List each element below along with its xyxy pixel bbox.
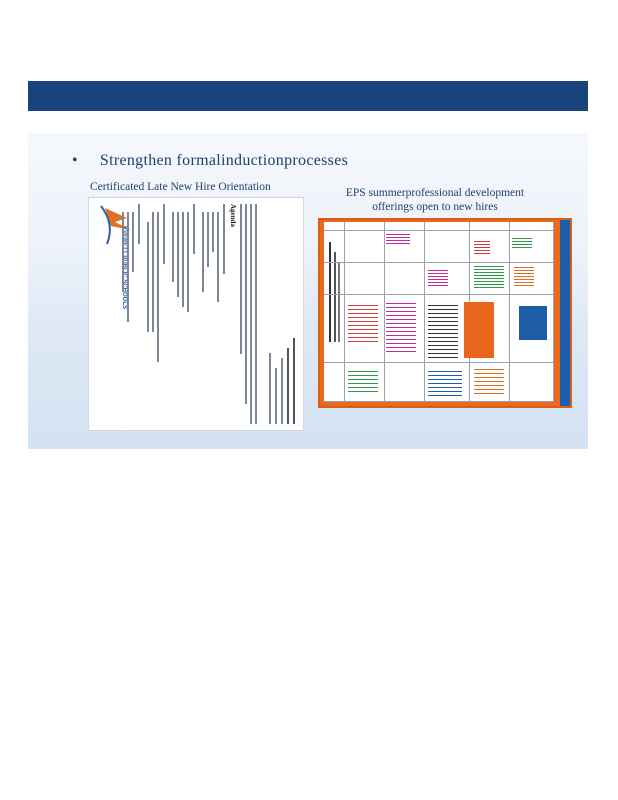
doc-text-line bbox=[193, 204, 195, 254]
calendar-grid-line bbox=[553, 222, 554, 402]
doc-text-line bbox=[163, 204, 165, 264]
calendar-accent-edge bbox=[560, 220, 570, 406]
header-banner bbox=[28, 81, 588, 111]
doc-text-line bbox=[212, 212, 214, 252]
doc-text-line bbox=[182, 212, 184, 307]
calendar-grid-line bbox=[324, 294, 554, 295]
calendar-entry bbox=[386, 234, 410, 244]
calendar-entry bbox=[474, 240, 490, 254]
doc-text-line bbox=[207, 212, 209, 267]
calendar-entry bbox=[348, 368, 378, 392]
doc-text-line bbox=[255, 204, 257, 424]
doc-text-line bbox=[202, 212, 204, 292]
doc-text-line bbox=[187, 212, 189, 312]
doc-text-line bbox=[138, 204, 140, 244]
doc-text-line bbox=[152, 212, 154, 332]
calendar-grid-line bbox=[324, 401, 554, 402]
doc-title-line bbox=[281, 358, 283, 424]
calendar-grid-line bbox=[324, 262, 554, 263]
bullet-text: Strengthen formalinductionprocesses bbox=[99, 152, 349, 169]
rotated-page: EVERETT PUBLIC SCHOOLS Agenda bbox=[89, 198, 303, 430]
calendar-grid-line bbox=[324, 362, 554, 363]
doc-text-line bbox=[250, 204, 252, 424]
calendar-entry bbox=[428, 270, 448, 286]
calendar-grid-line bbox=[384, 222, 385, 402]
doc-text-line bbox=[127, 212, 129, 322]
school-logo-icon bbox=[100, 205, 131, 245]
calendar-entry bbox=[348, 302, 378, 342]
doc-text-line bbox=[147, 222, 149, 332]
doc-text-line bbox=[245, 204, 247, 404]
calendar-highlight-block bbox=[519, 306, 547, 340]
right-image-caption: EPS summerprofessional development offer… bbox=[345, 187, 525, 213]
doc-text-line bbox=[177, 212, 179, 297]
calendar-entry bbox=[386, 302, 416, 352]
doc-text-line bbox=[240, 204, 242, 354]
doc-heading: Agenda bbox=[229, 204, 237, 227]
calendar-header bbox=[327, 242, 341, 352]
calendar-entry bbox=[428, 302, 458, 358]
bullet-symbol: • bbox=[72, 152, 78, 169]
doc-text-line bbox=[122, 212, 124, 292]
left-image-caption: Certificated Late New Hire Orientation bbox=[90, 181, 271, 193]
bullet-point: • Strengthen formalinductionprocesses bbox=[72, 152, 348, 170]
summer-pd-calendar-thumbnail bbox=[318, 218, 572, 408]
doc-title-line bbox=[275, 368, 277, 424]
calendar-entry bbox=[514, 266, 534, 286]
calendar-entry bbox=[474, 266, 504, 288]
calendar-entry bbox=[428, 368, 462, 396]
doc-text-line bbox=[172, 212, 174, 282]
calendar-page bbox=[324, 222, 554, 402]
orientation-document-thumbnail: EVERETT PUBLIC SCHOOLS Agenda bbox=[88, 197, 304, 431]
calendar-entry bbox=[512, 236, 532, 248]
doc-title-line bbox=[287, 348, 289, 424]
calendar-grid-line bbox=[509, 222, 510, 402]
doc-title-line bbox=[269, 353, 271, 424]
calendar-highlight-block bbox=[464, 302, 494, 358]
doc-text-line bbox=[223, 204, 225, 274]
calendar-grid-line bbox=[424, 222, 425, 402]
calendar-grid-line bbox=[324, 230, 554, 231]
calendar-grid-line bbox=[344, 222, 345, 402]
doc-text-line bbox=[217, 212, 219, 302]
doc-title-line bbox=[293, 338, 295, 424]
doc-text-line bbox=[132, 212, 134, 272]
calendar-entry bbox=[474, 368, 504, 394]
doc-text-line bbox=[157, 212, 159, 362]
